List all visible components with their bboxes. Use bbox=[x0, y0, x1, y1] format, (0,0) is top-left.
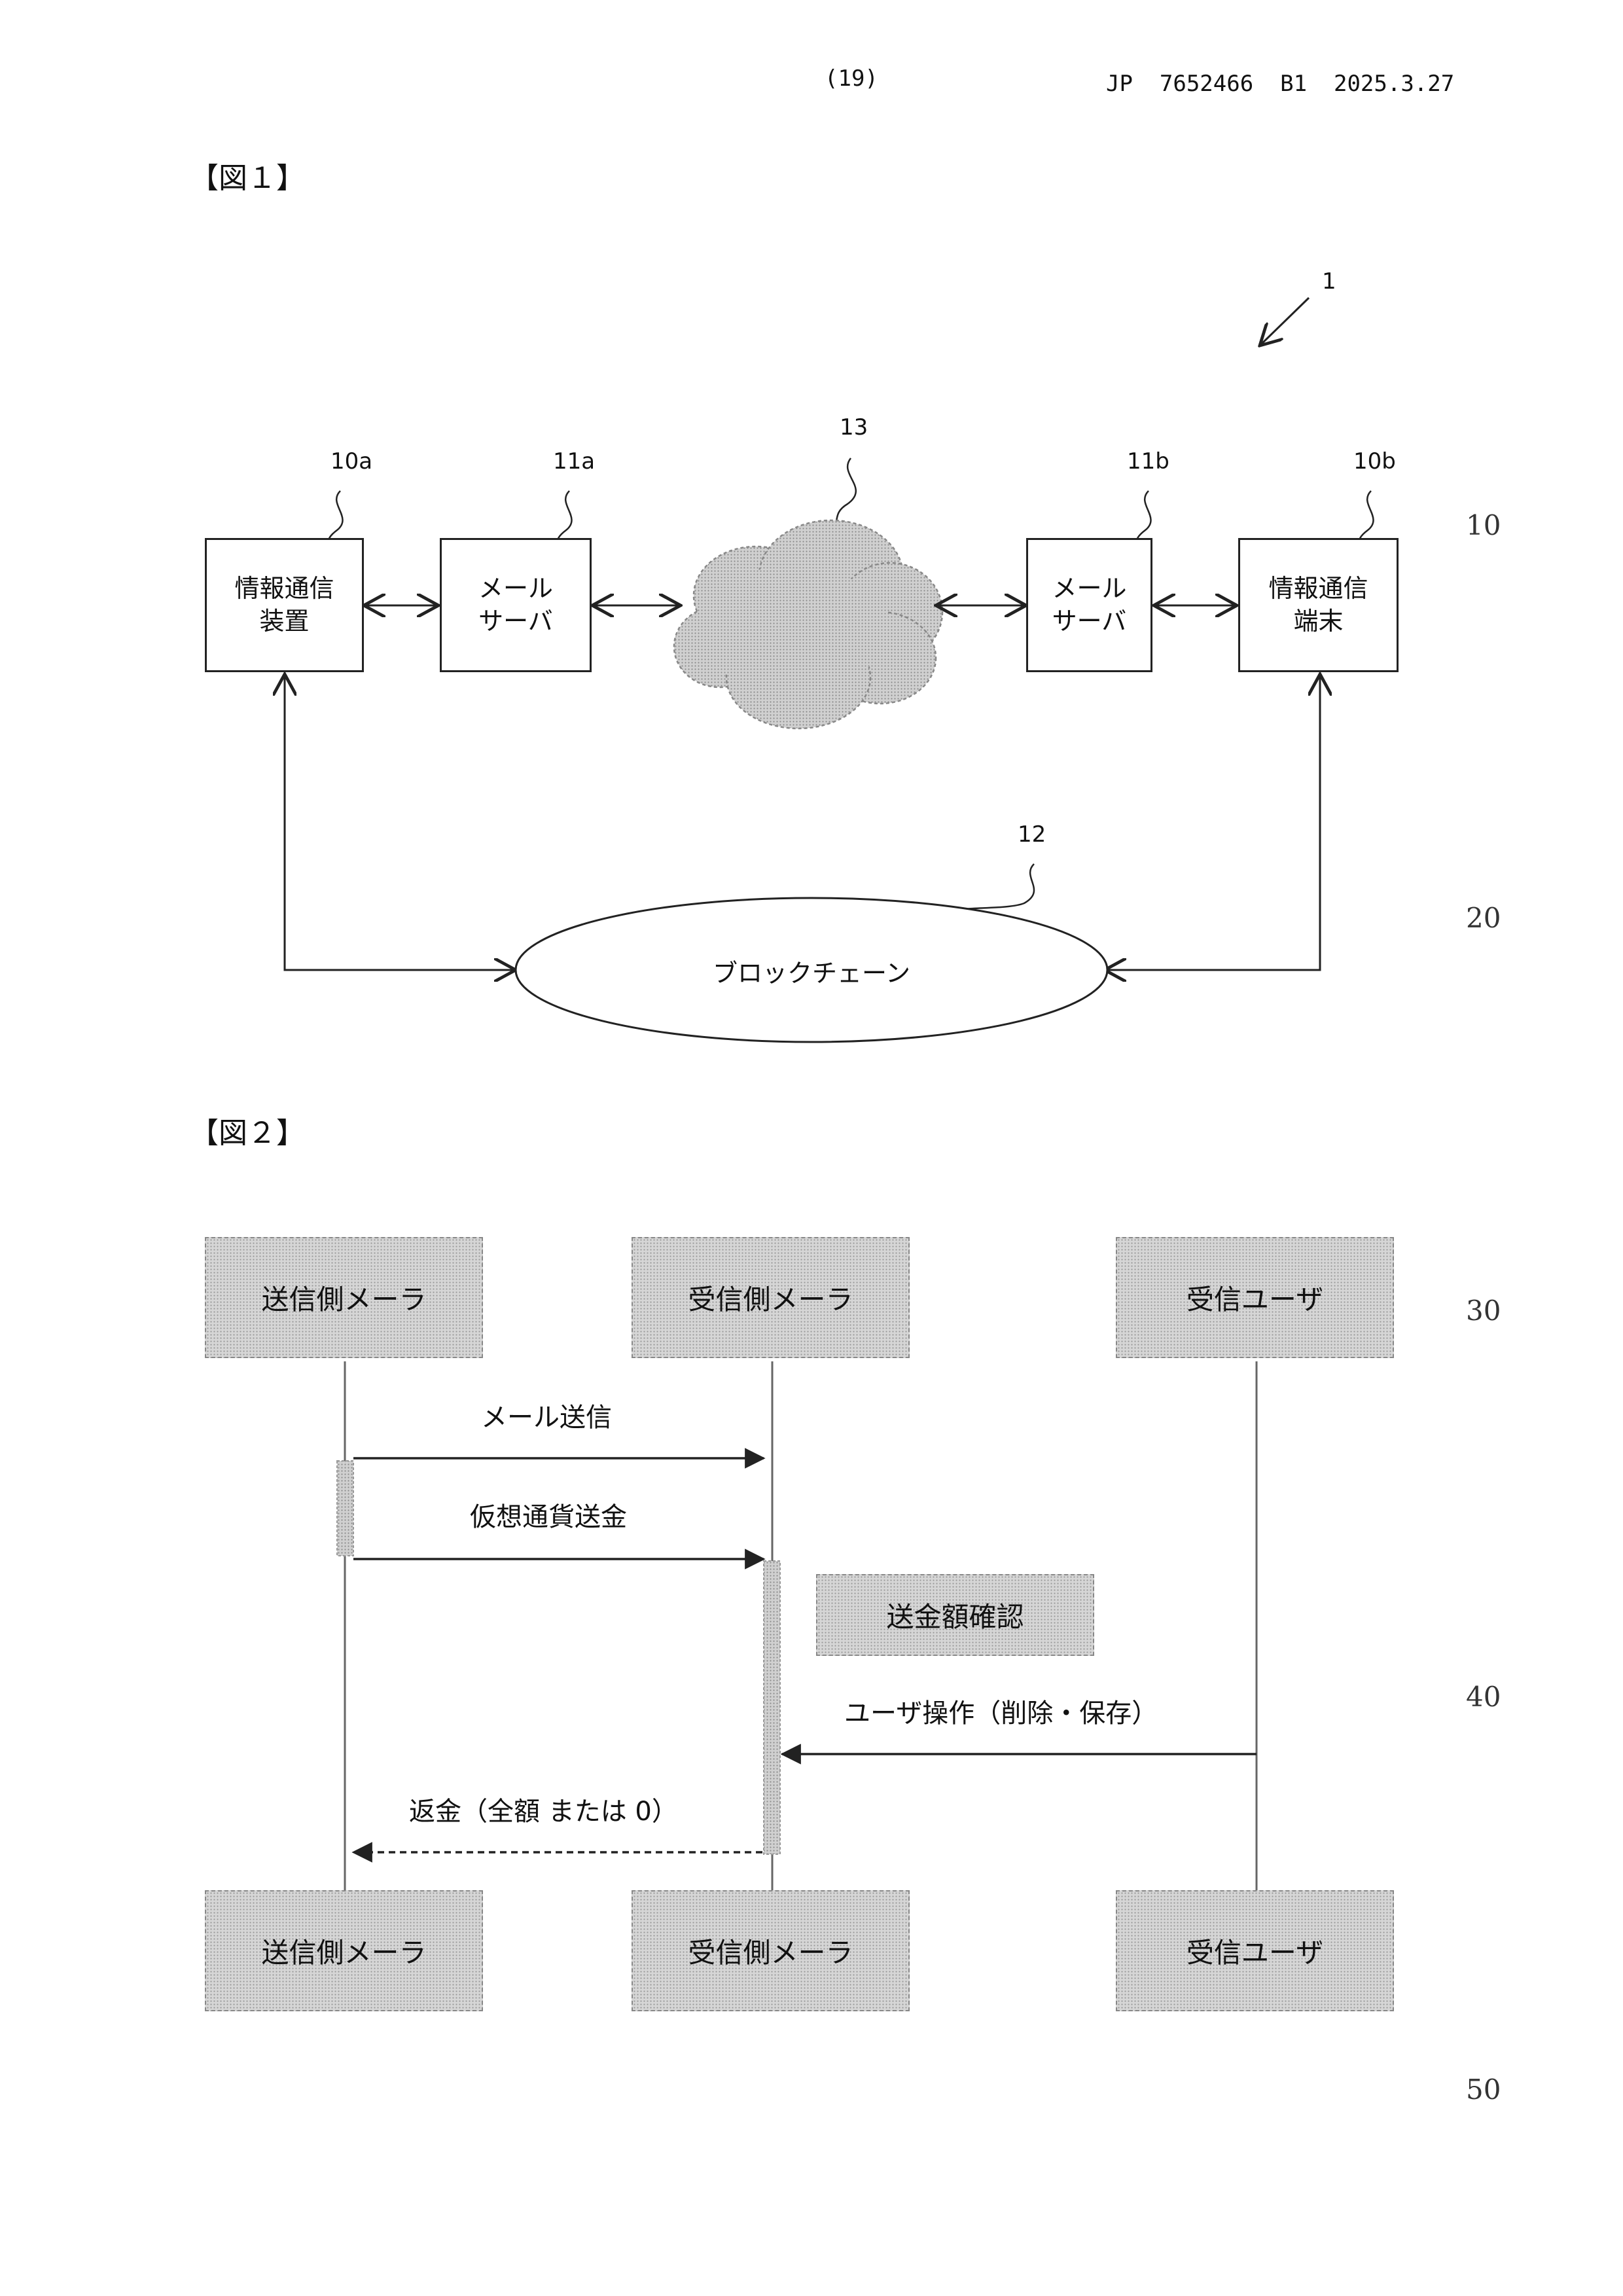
ref-server-a: 11a bbox=[553, 448, 595, 475]
leader-12 bbox=[955, 864, 1034, 911]
server-a-box: メール サーバ bbox=[440, 538, 592, 672]
link-device-blockchain bbox=[285, 674, 516, 970]
ref-terminal-b: 10b bbox=[1353, 448, 1396, 475]
participant-bottom-receiver-mailer: 受信側メーラ bbox=[632, 1890, 910, 2011]
leader-10a bbox=[327, 491, 343, 545]
message-refund: 返金（全額 または 0） bbox=[409, 1790, 678, 1828]
ref-network: 13 bbox=[840, 414, 868, 440]
leader-13 bbox=[831, 458, 856, 530]
participant-bottom-receiving-user: 受信ユーザ bbox=[1116, 1890, 1394, 2011]
server-b-box: メール サーバ bbox=[1026, 538, 1152, 672]
terminal-b-box: 情報通信 端末 bbox=[1238, 538, 1399, 672]
note-confirm-amount: 送金額確認 bbox=[816, 1574, 1094, 1656]
leader-11a bbox=[556, 491, 572, 545]
link-terminal-blockchain bbox=[1105, 674, 1320, 970]
ref-system: 1 bbox=[1322, 268, 1336, 295]
system-pointer-arrow bbox=[1260, 298, 1309, 346]
message-send-currency: 仮想通貨送金 bbox=[470, 1496, 627, 1534]
participant-top-receiver-mailer: 受信側メーラ bbox=[632, 1237, 910, 1358]
ref-server-b: 11b bbox=[1127, 448, 1169, 475]
activation-receiver bbox=[764, 1561, 780, 1854]
leader-11b bbox=[1135, 491, 1151, 545]
figure-2-label: 【図２】 bbox=[190, 1109, 305, 1151]
ref-device-a: 10a bbox=[330, 448, 372, 475]
device-a-box: 情報通信 装置 bbox=[205, 538, 364, 672]
message-send-mail: メール送信 bbox=[481, 1396, 612, 1434]
activation-sender bbox=[337, 1461, 353, 1556]
participant-bottom-sender-mailer: 送信側メーラ bbox=[205, 1890, 483, 2011]
blockchain-label: ブロックチェーン bbox=[516, 953, 1107, 989]
participant-top-receiving-user: 受信ユーザ bbox=[1116, 1237, 1394, 1358]
leader-10b bbox=[1358, 491, 1374, 545]
participant-top-sender-mailer: 送信側メーラ bbox=[205, 1237, 483, 1358]
network-cloud bbox=[674, 520, 942, 728]
message-user-operation: ユーザ操作（削除・保存） bbox=[844, 1692, 1158, 1730]
ref-blockchain: 12 bbox=[1018, 821, 1046, 848]
